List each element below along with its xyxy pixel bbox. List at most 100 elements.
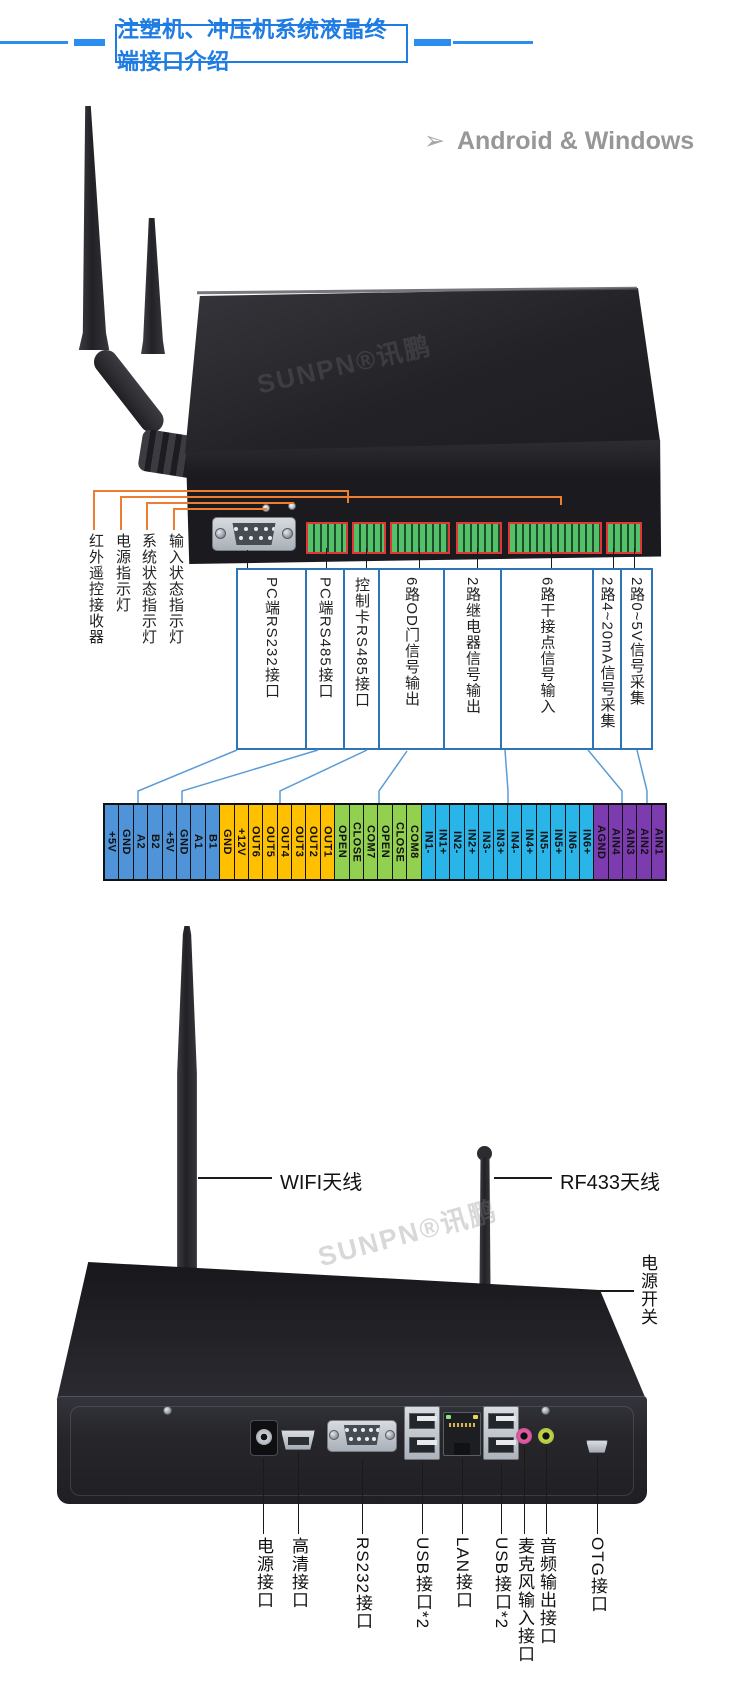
lan-led-green: [446, 1415, 451, 1419]
label-mic-port: 麦克风输入接口: [515, 1537, 534, 1663]
port-label: 2路继电器信号输出: [464, 577, 481, 715]
device2-rs232-connector: [327, 1414, 397, 1458]
label-input-status-indicator: 输入状态指示灯: [167, 533, 184, 645]
label-power-switch: 电源开关: [638, 1254, 657, 1326]
label-power-port: 电源接口: [254, 1537, 273, 1609]
pin-cell: OUT4: [277, 805, 293, 879]
pin-cell: AIN1: [651, 805, 666, 879]
leader-lan-port: [462, 1458, 463, 1534]
port-label-box: PC端RS232接口 PC端RS485接口 控制卡RS485接口 6路OD门信号…: [236, 568, 653, 750]
page-title-text: 注塑机、冲压机系统液晶终端接口介绍: [117, 16, 388, 74]
db9-screw-right: [282, 528, 293, 539]
pin-cell: IN2-: [450, 805, 465, 879]
leader-mic-port: [524, 1446, 525, 1534]
leader-usb2-port: [501, 1462, 502, 1534]
db9-screw-right: [385, 1430, 395, 1440]
pin-cell: IN2+: [464, 805, 480, 879]
db9-inner: [343, 1425, 381, 1445]
port-label: 2路0~5V信号采集: [628, 577, 645, 706]
leader-db9: [247, 550, 248, 568]
port-col-od-output: 6路OD门信号输出: [380, 570, 445, 748]
port-col-dry-contact-input: 6路干接点信号输入: [502, 570, 594, 748]
pin-cell: IN3-: [479, 805, 494, 879]
device1-antenna-right: [141, 218, 165, 354]
pin-cell: CLOSE: [392, 805, 408, 879]
leader-g1: [326, 548, 327, 568]
label-otg-port: OTG接口: [588, 1537, 607, 1613]
device1-terminal-group-od-output: [390, 522, 450, 554]
label-wifi-antenna: WIFI天线: [280, 1172, 363, 1194]
pin-cell: IN1+: [435, 805, 451, 879]
pin-cell: IN5-: [536, 805, 552, 879]
pin-cell: IN4-: [507, 805, 523, 879]
leader-g6a: [613, 548, 614, 568]
rf433-antenna-leader: [494, 1177, 552, 1179]
pin-cell: IN4+: [522, 805, 537, 879]
leader-ir: [93, 490, 95, 530]
pin-cell: CLOSE: [349, 805, 365, 879]
port-label: 6路干接点信号输入: [538, 577, 556, 715]
pin-cell: COM7: [364, 805, 379, 879]
device1-antenna-bent: [89, 345, 169, 438]
leader-g2: [366, 548, 367, 568]
label-system-status-indicator: 系统状态指示灯: [140, 533, 157, 645]
pin-cell: IN6+: [579, 805, 595, 879]
device1-terminal-group-analog: [606, 522, 642, 554]
port-label: 6路OD门信号输出: [403, 577, 420, 707]
db9-screw-left: [215, 528, 226, 539]
label-lan-port: LAN接口: [453, 1537, 472, 1610]
leader-g3: [419, 548, 420, 568]
power-jack-pin: [256, 1429, 272, 1445]
header-left-dash: [74, 39, 105, 46]
leader-power-stub: [560, 496, 562, 505]
arrow-icon: ➢: [424, 127, 445, 155]
lan-clip: [454, 1443, 470, 1455]
platform-note: ➢Android & Windows: [424, 126, 694, 156]
pin-cell: IN1-: [421, 805, 436, 879]
leader-hdmi-port: [298, 1452, 299, 1534]
pin-cell: OUT2: [306, 805, 321, 879]
pin-cell: +12V: [234, 805, 249, 879]
terminal-pin-strip: +5V GND A2 B2 +5V GND A1 B1 GND +12V OUT…: [103, 803, 667, 881]
label-rs232-port: RS232接口: [353, 1537, 372, 1630]
device2-top-face: [56, 1262, 647, 1400]
header-right-dash: [414, 39, 451, 46]
label-ir-receiver: 红外遥控接收器: [87, 533, 104, 645]
port-label: PC端RS232接口: [263, 577, 280, 699]
device2-usb-stack-1: [404, 1406, 440, 1460]
device2-usb-stack-2: [483, 1406, 519, 1460]
port-col-relay-output: 2路继电器信号输出: [445, 570, 502, 748]
pin-cell: AGND: [594, 805, 609, 879]
label-usb1-port: USB接口*2: [413, 1537, 432, 1630]
lan-pins: [449, 1423, 475, 1427]
label-rf433-antenna: RF433天线: [560, 1172, 661, 1194]
leader-input-h: [173, 508, 267, 510]
pin-cell: GND: [220, 805, 235, 879]
leader-sys-led: [146, 502, 148, 530]
pin-cell: +5V: [162, 805, 177, 879]
db9-screw-left: [329, 1430, 339, 1440]
pin-cell: B1: [205, 805, 221, 879]
device2-hdmi-port: [281, 1430, 315, 1450]
pin-cell: A2: [133, 805, 149, 879]
port-col-rs485-ctrl: 控制卡RS485接口: [345, 570, 380, 748]
leader-audio-port: [546, 1446, 547, 1534]
leader-sys-h: [146, 502, 294, 504]
device1-db9-connector: [212, 512, 296, 556]
leader-ir-h: [93, 490, 349, 492]
pin-cell: GND: [176, 805, 192, 879]
device1-antenna-left: [78, 106, 110, 350]
pin-cell: AIN3: [623, 805, 638, 879]
leader-usb1-port: [422, 1462, 423, 1534]
label-power-indicator: 电源指示灯: [114, 533, 131, 613]
pin-cell: GND: [119, 805, 134, 879]
device2-mic-jack: [516, 1428, 532, 1444]
device1-terminal-group-rs485-pc: [306, 522, 348, 554]
pin-cell: AIN2: [637, 805, 652, 879]
pin-cell: IN6-: [565, 805, 580, 879]
device2-audio-jack: [538, 1428, 554, 1444]
device1-top-face: [184, 288, 661, 455]
leader-rs232-port: [362, 1460, 363, 1534]
leader-g5: [551, 548, 552, 568]
device2-power-jack: [250, 1420, 278, 1456]
